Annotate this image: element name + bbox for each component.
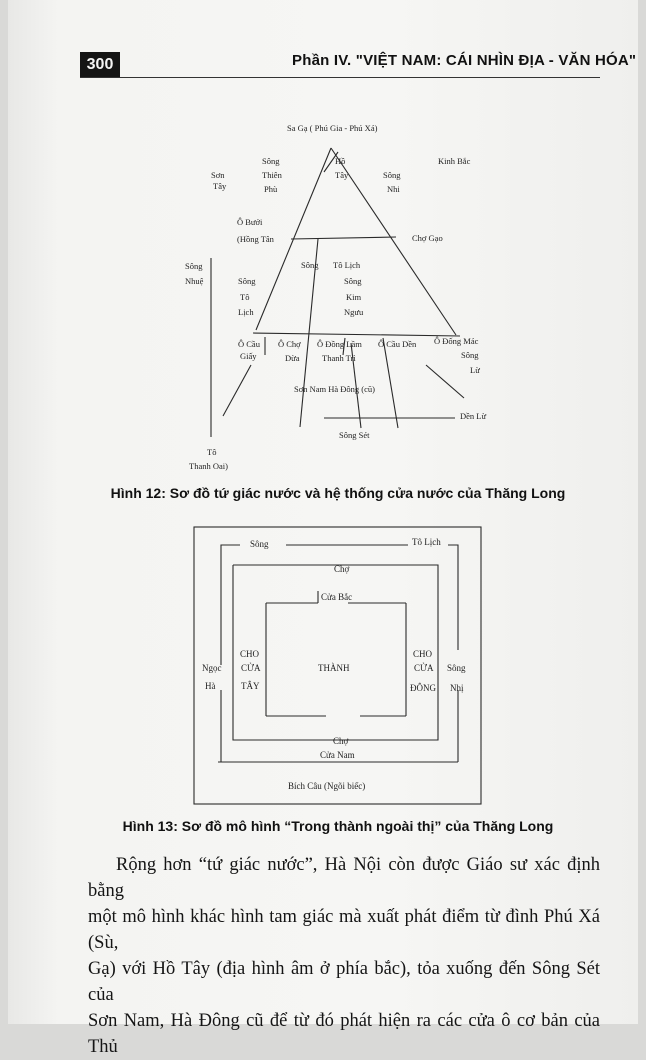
dong-lam-line — [342, 337, 346, 356]
label-song-mid: Sông — [301, 260, 319, 270]
label-song-nhi-13-1: Sông — [447, 663, 466, 673]
page-number: 300 — [80, 52, 120, 78]
label-song-lu-2: Lừ — [470, 365, 480, 375]
label-kim-nguu-3: Ngưu — [344, 307, 364, 317]
label-cua-bac: Cửa Bắc — [321, 592, 352, 602]
label-song-nhue-2: Nhuệ — [185, 276, 204, 286]
figure12-diagram: Sa Gạ ( Phú Gia - Phú Xá) Sông Thiên Phù… — [185, 123, 486, 471]
kim-nguu-river — [350, 342, 362, 429]
den-lu-line — [425, 364, 465, 399]
label-bich-cau: Bích Câu (Ngõi biếc) — [288, 781, 365, 791]
label-ho-tay-1: Hồ — [335, 156, 345, 166]
label-ho-tay-2: Tây — [335, 170, 349, 180]
label-cho-gao: Chợ Gạo — [412, 233, 443, 243]
label-sa-ga: Sa Gạ ( Phú Gia - Phú Xá) — [287, 123, 378, 133]
label-o-dong-lam-2: Thanh Trì — [322, 353, 356, 363]
ho-tay-river-line — [323, 151, 339, 173]
label-o-buoi-2: (Hồng Tân — [237, 234, 275, 244]
label-ngoc-ha-1: Ngọc — [202, 663, 222, 673]
triangle-base — [252, 332, 461, 337]
body-line-3: Gạ) với Hồ Tây (địa hình âm ở phía bắc),… — [88, 959, 600, 1005]
label-song-to-lich-left-2: Tô — [240, 292, 249, 302]
river-right — [448, 544, 459, 650]
body-line-1: Rộng hơn “tứ giác nước”, Hà Nội còn được… — [88, 855, 600, 901]
body-paragraph: Rộng hơn “tứ giác nước”, Hà Nội còn được… — [88, 852, 600, 1060]
label-thanh-oai: Thanh Oai) — [189, 461, 228, 471]
label-cho-cua-tay-3: TÂY — [241, 681, 260, 691]
figure13-diagram: Sông Tô Lịch Chợ Cửa Bắc CHO CỬA TÂY THÀ… — [193, 526, 482, 805]
label-cho-cua-tay-2: CỬA — [241, 663, 261, 673]
label-song-lu-1: Sông — [461, 350, 479, 360]
label-den-lu: Dền Lừ — [460, 411, 486, 421]
book-page: 300 Phần IV. "VIỆT NAM: CÁI NHÌN ĐỊA - V… — [8, 0, 638, 1057]
label-song-thien-phu-1: Sông — [262, 156, 280, 166]
set-river — [382, 337, 399, 429]
to-lich-river — [299, 238, 319, 428]
figure13-caption: Hình 13: Sơ đồ mô hình “Trong thành ngoà… — [122, 818, 554, 834]
river-loop — [220, 544, 240, 665]
label-o-dong-mac: Ô Đống Mác — [434, 336, 479, 346]
label-song-set: Sông Sét — [339, 430, 370, 440]
label-kinh-bac: Kinh Bắc — [438, 156, 471, 166]
header-rule — [80, 77, 600, 78]
label-o-cau-giay-1: Ô Cầu — [238, 339, 261, 349]
label-thanh: THÀNH — [318, 663, 350, 673]
label-song-to-lich-left-3: Lịch — [238, 307, 254, 317]
label-kim-nguu-1: Sông — [344, 276, 362, 286]
label-cho-cua-dong-2: CỬA — [414, 663, 434, 673]
nhue-branch — [222, 364, 252, 417]
label-o-buoi-1: Ô Bưởi — [237, 217, 263, 227]
label-cho-cua-dong-3: ĐÔNG — [410, 683, 436, 693]
label-cho-cua-dong-1: CHO — [413, 649, 433, 659]
triangle-right-edge — [330, 147, 457, 336]
label-ngoc-ha-2: Hà — [205, 681, 216, 691]
label-o-cho-dua-1: Ô Chợ — [278, 339, 301, 349]
label-to-lich-13: Tô Lịch — [412, 537, 441, 547]
label-song-nhi-13-2: Nhị — [450, 683, 464, 693]
label-song-to-lich-left-1: Sông — [238, 276, 256, 286]
label-song-thien-phu-3: Phù — [264, 184, 278, 194]
body-line-4: Sơn Nam, Hà Đông cũ để từ đó phát hiện r… — [88, 1011, 600, 1057]
running-header-title: Phần IV. "VIỆT NAM: CÁI NHÌN ĐỊA - VĂN H… — [292, 52, 637, 69]
label-o-dong-lam-1: Ô Đồng Lầm — [317, 339, 362, 349]
label-son-tay-1: Sơn — [211, 170, 225, 180]
label-to-bottom: Tô — [207, 447, 216, 457]
cross-line-upper — [290, 236, 397, 240]
label-o-cho-dua-2: Dừa — [285, 353, 300, 363]
market-ring — [232, 564, 439, 741]
figure12-caption: Hình 12: Sơ đồ tứ giác nước và hệ thống … — [110, 485, 566, 501]
body-line-2: một mô hình khác hình tam giác mà xuất p… — [88, 907, 600, 953]
label-cho-top: Chợ — [334, 564, 350, 574]
label-cua-nam: Cửa Nam — [320, 750, 355, 760]
label-song-nhi-1: Sông — [383, 170, 401, 180]
label-kim-nguu-2: Kim — [346, 292, 362, 302]
label-cho-cua-tay-1: CHO — [240, 649, 260, 659]
outer-frame — [193, 526, 482, 805]
label-son-tay-2: Tây — [213, 181, 227, 191]
label-o-cau-den: Ô Cầu Dền — [378, 339, 417, 349]
label-to-lich-mid: Tô Lịch — [333, 260, 361, 270]
label-song-nhi-2: Nhi — [387, 184, 400, 194]
label-cho-bottom: Chợ — [333, 736, 349, 746]
label-song-nhue-1: Sông — [185, 261, 203, 271]
label-song-thien-phu-2: Thiên — [262, 170, 283, 180]
label-o-cau-giay-2: Giấy — [240, 351, 257, 361]
label-song-13: Sông — [250, 539, 269, 549]
label-son-nam: Sơn Nam Hà Đông (cũ) — [294, 384, 375, 394]
